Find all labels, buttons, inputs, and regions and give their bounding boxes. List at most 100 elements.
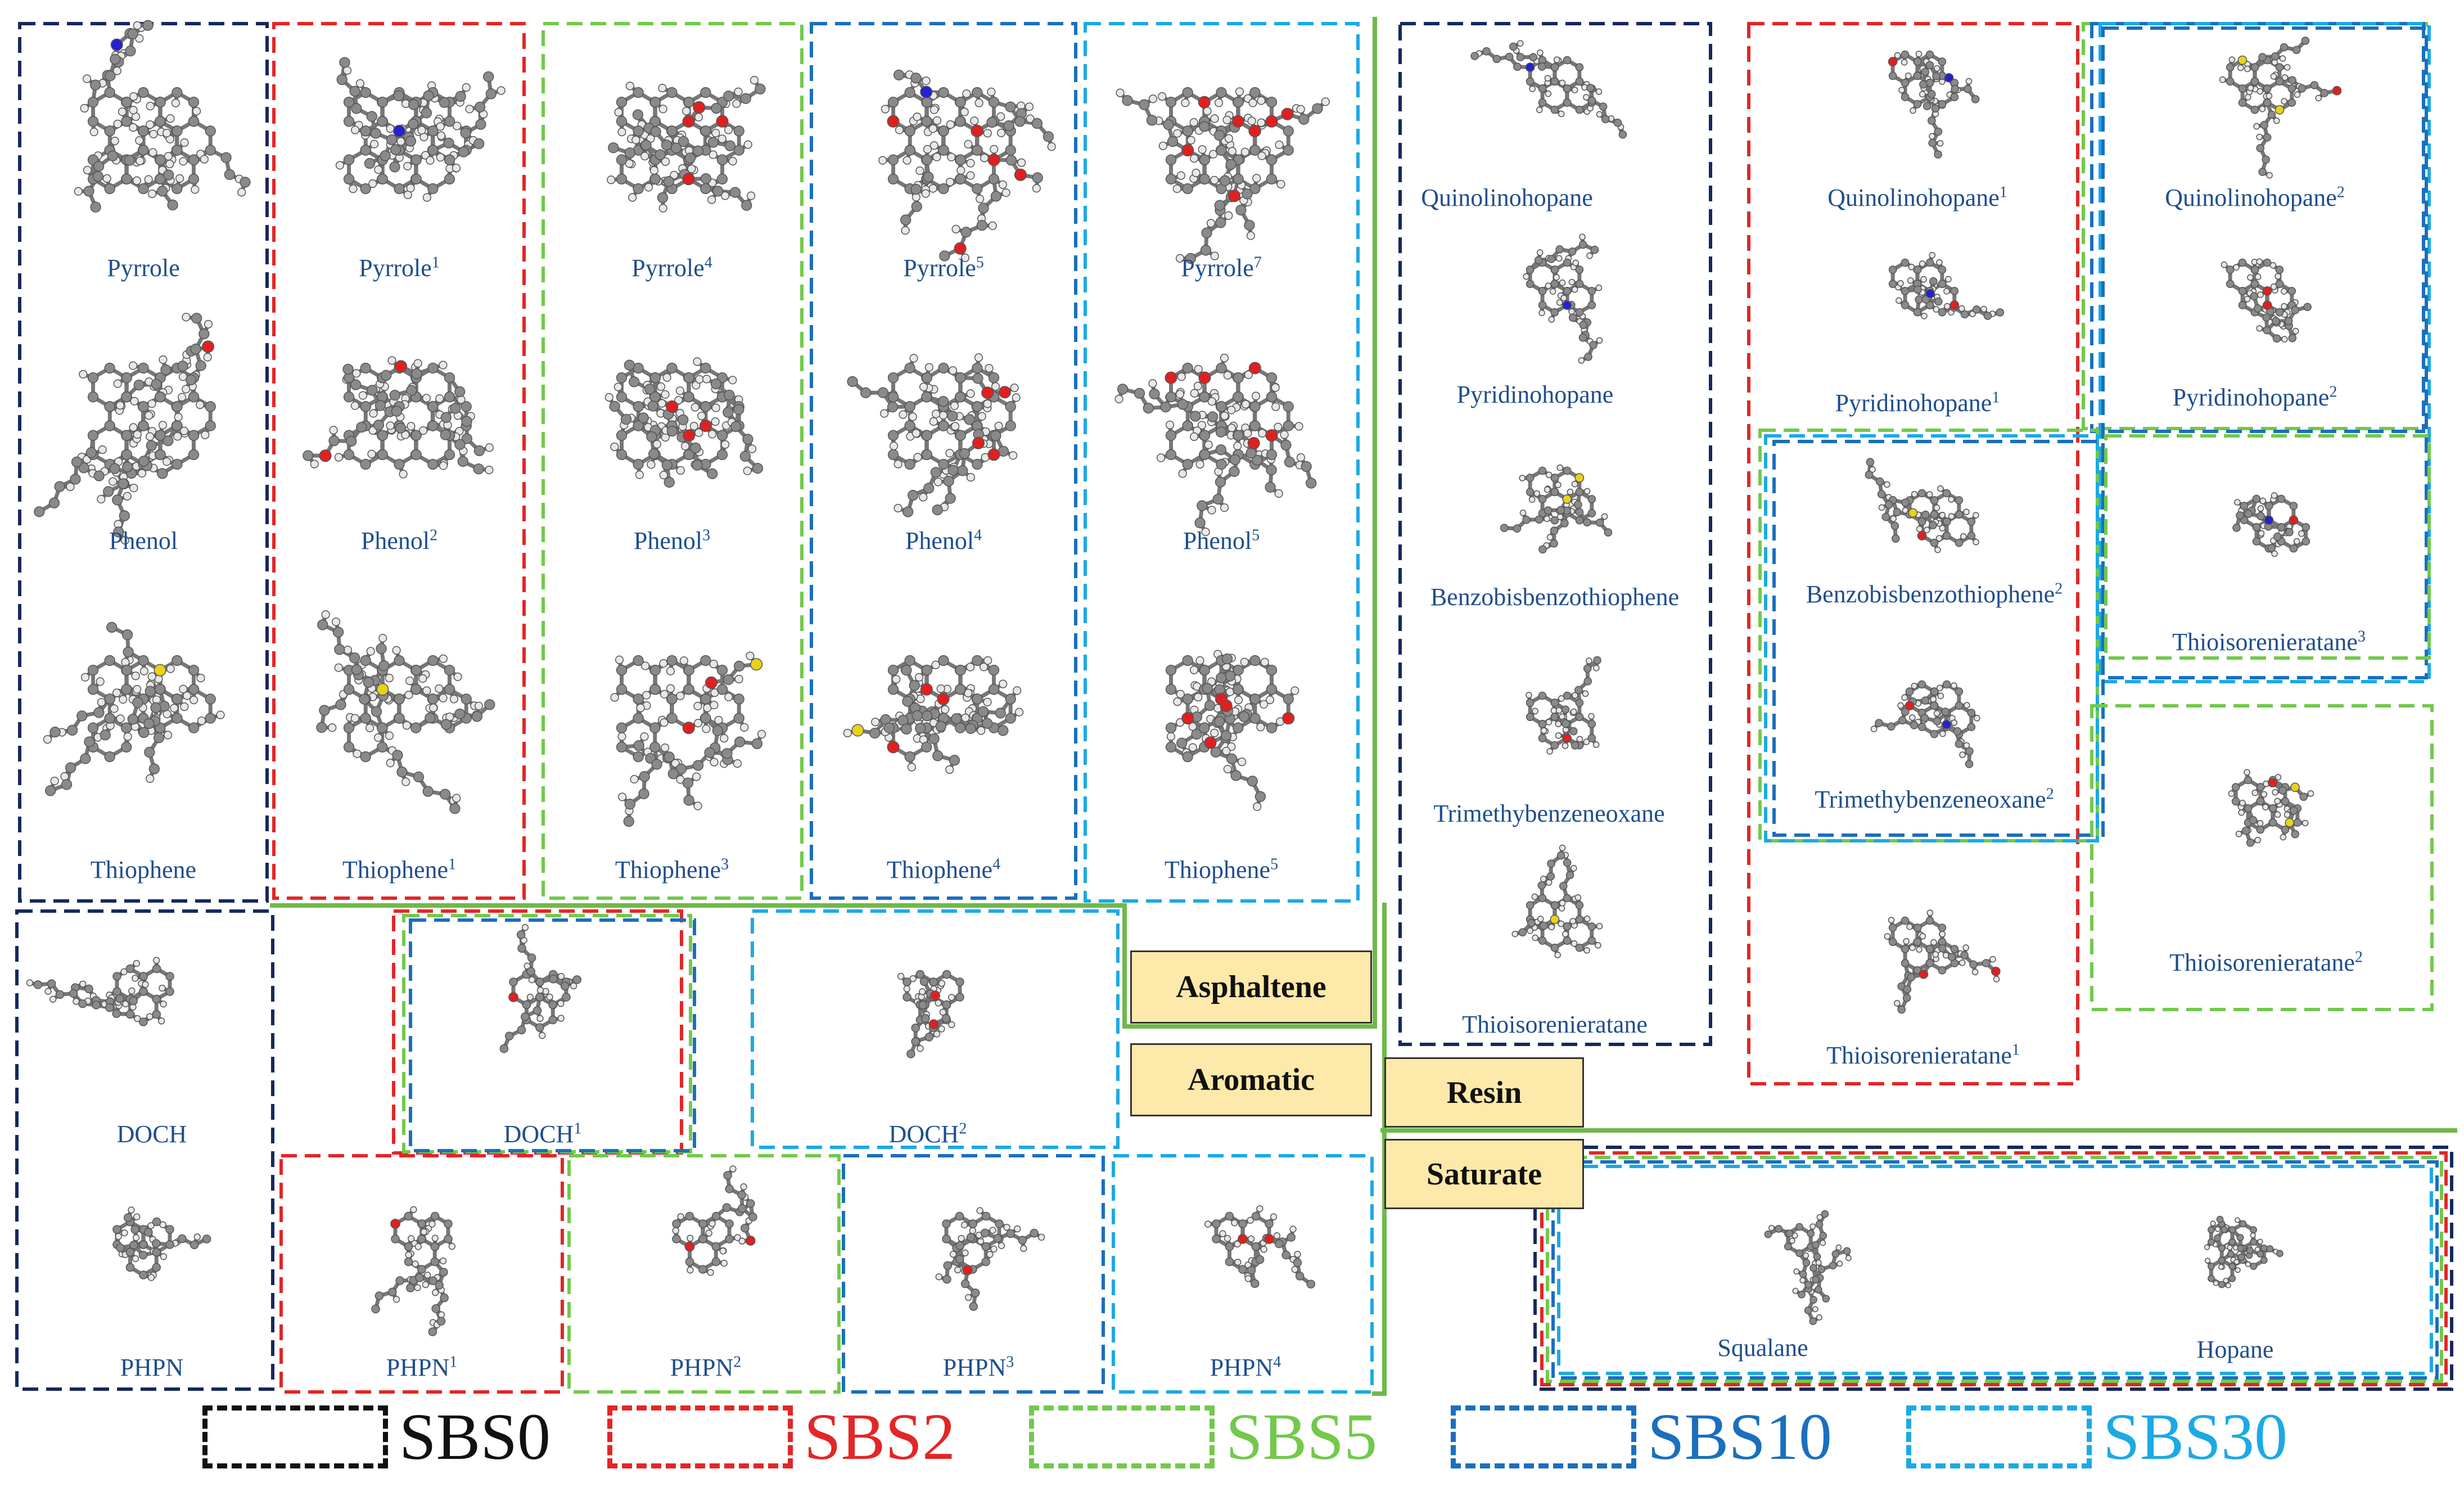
molecule-asphaltene-3-1-carbon-atom [1005,420,1016,431]
molecule-asphaltene-2-2-carbon-atom [624,799,635,810]
molecule-asphaltene-1-1-carbon-atom [444,449,455,461]
molecule-asphaltene-0-1-carbon-atom [188,430,200,441]
molecule-resin-0-hydrogen-atom [1553,56,1560,63]
molecule-asphaltene-1-0-hydrogen-atom [422,193,431,202]
molecule-aromatic-1-hydrogen-atom [147,1274,155,1281]
molecule-asphaltene-4-2-carbon-atom [1204,700,1216,711]
molecule-asphaltene-3-1-carbon-atom [904,401,915,412]
molecule-asphaltene-1-1-carbon-atom [440,429,451,440]
molecule-asphaltene-0-1-carbon-atom [121,372,133,384]
molecule-aromatic-4-hydrogen-atom [405,1251,412,1259]
molecule-asphaltene-0-2-carbon-atom [150,702,161,713]
molecule-asphaltene-4-1-hydrogen-atom [1195,459,1204,469]
molecule-asphaltene-0-2-sulfur-atom [154,664,166,677]
molecule-asphaltene-2-2-hydrogen-atom [710,700,719,710]
molecule-asphaltene-4-1-carbon-atom [1245,448,1257,459]
molecule-asphaltene-2-2-hydrogen-atom [720,734,729,743]
molecule-asphaltene-4-2-hydrogen-atom [1189,665,1199,674]
molecule-aromatic-3-carbon-atom [921,1014,930,1023]
molecule-asphaltene-2-2-carbon-atom [683,684,694,695]
molecule-asphaltene-4-2-carbon-atom [1266,664,1278,676]
molecule-asphaltene-0-0-carbon-atom [240,177,251,188]
molecule-asphaltene-0-2-hydrogen-atom [189,696,198,705]
molecule-asphaltene-0-1-carbon-atom [122,461,133,472]
molecule-asphaltene-3-0-hydrogen-atom [922,76,931,85]
molecule-asphaltene-0-0-hydrogen-atom [175,174,184,183]
box-asphaltene-sbs5 [541,22,804,900]
molecule-asphaltene-2-2-carbon-atom [692,760,704,771]
molecule-asphaltene-4-1-carbon-atom [1117,384,1129,395]
molecule-asphaltene-0-0-hydrogen-atom [136,156,145,165]
molecule-asphaltene-3-0-carbon-atom [976,220,988,231]
molecule-asphaltene-4-2-hydrogen-atom [1260,700,1269,709]
molecule-asphaltene-4-2-hydrogen-atom [1222,746,1231,755]
molecule-aromatic-3-hydrogen-atom [897,972,905,980]
molecule-asphaltene-4-2-carbon-atom [1182,751,1193,763]
molecule-aromatic-0-hydrogen-atom [79,980,87,988]
box-saturate-sbs0 [1533,1146,2453,1391]
molecule-asphaltene-0-0-hydrogen-atom [148,148,157,157]
molecule-aromatic-2-hydrogen-atom [557,972,565,980]
molecule-asphaltene-3-1-hydrogen-atom [994,421,1003,431]
molecule-aromatic-2-carbon-atom [517,1025,526,1035]
molecule-asphaltene-0-0-carbon-atom [83,186,94,197]
molecule-asphaltene-3-0-oxygen-atom [954,242,967,255]
molecule-asphaltene-4-0-hydrogen-atom [1246,231,1255,240]
molecule-asphaltene-0-2-carbon-atom [104,693,115,705]
molecule-asphaltene-2-2-hydrogen-atom [709,659,718,669]
molecule-asphaltene-3-2-carbon-atom [901,664,912,676]
molecule-aromatic-6-hydrogen-atom [958,1234,965,1242]
molecule-asphaltene-2-0-hydrogen-atom [658,84,667,93]
molecule-aromatic-3-carbon-atom [955,977,964,986]
molecule-asphaltene-4-1-carbon-atom [1249,401,1261,412]
molecule-asphaltene-2-1-carbon-atom [633,401,644,412]
molecule-asphaltene-4-1-carbon-atom [1199,449,1211,461]
molecule-asphaltene-4-0-carbon-atom [1249,87,1261,98]
molecule-asphaltene-2-2-carbon-atom [666,693,678,705]
molecule-asphaltene-0-0-carbon-atom [90,201,101,213]
molecule-asphaltene-2-1-hydrogen-atom [661,390,670,399]
molecule-asphaltene-1-2-hydrogen-atom [353,749,362,758]
molecule-asphaltene-4-0-carbon-atom [1233,173,1244,185]
molecule-asphaltene-3-1-carbon-atom [972,401,983,412]
molecule-asphaltene-2-0-oxygen-atom [716,115,729,128]
molecule-asphaltene-0-1-hydrogen-atom [145,411,154,420]
molecule-asphaltene-1-1-hydrogen-atom [352,369,361,378]
molecule-asphaltene-1-0-hydrogen-atom [335,161,345,170]
molecule-asphaltene-1-2-hydrogen-atom [386,759,395,768]
molecule-aromatic-3-carbon-atom [924,1033,934,1042]
molecule-aromatic-1-carbon-atom [144,1228,153,1237]
molecule-aromatic-6-hydrogen-atom [962,1249,969,1256]
molecule-asphaltene-3-0-carbon-atom [955,116,966,127]
molecule-aromatic-1-hydrogen-atom [133,1213,141,1220]
molecule-asphaltene-0-0-hydrogen-atom [200,155,209,164]
molecule-asphaltene-3-0-hydrogen-atom [928,124,937,133]
molecule-asphaltene-3-2-carbon-atom [949,755,960,766]
molecule-asphaltene-3-1-hydrogen-atom [1009,451,1018,460]
molecule-asphaltene-0-0-carbon-atom [121,173,133,185]
molecule-asphaltene-1-2-hydrogen-atom [405,676,414,686]
molecule-asphaltene-1-0-carbon-atom [408,99,419,110]
molecule-asphaltene-0-2-hydrogen-atom [119,695,128,704]
molecule-asphaltene-1-1-hydrogen-atom [334,453,343,462]
molecule-asphaltene-2-2-carbon-atom [700,655,711,666]
molecule-asphaltene-3-1-hydrogen-atom [919,493,928,502]
molecule-asphaltene-4-1-carbon-atom [1190,411,1201,422]
molecule-asphaltene-1-2-carbon-atom [410,722,422,733]
molecule-asphaltene-0-2-carbon-atom [205,713,216,724]
molecule-aromatic-3-carbon-atom [902,993,911,1002]
molecule-asphaltene-0-0-hydrogen-atom [135,136,144,145]
molecule-asphaltene-2-0-hydrogen-atom [734,87,743,96]
molecule-asphaltene-3-2-carbon-atom [977,706,989,717]
molecule-asphaltene-2-0-carbon-atom [700,87,711,98]
molecule-asphaltene-3-1-carbon-atom [847,376,858,387]
molecule-asphaltene-4-1-hydrogen-atom [1190,389,1199,398]
molecule-asphaltene-2-2-carbon-atom [649,722,661,733]
molecule-asphaltene-4-0-carbon-atom [1182,87,1193,98]
molecule-asphaltene-2-2-hydrogen-atom [630,774,639,784]
molecule-aromatic-4-carbon-atom [431,1304,440,1313]
molecule-aromatic-1-carbon-atom [138,1250,148,1260]
molecule-asphaltene-3-0-carbon-atom [904,87,915,98]
molecule-asphaltene-3-1-carbon-atom [972,458,983,470]
molecule-asphaltene-4-0-hydrogen-atom [1257,118,1266,127]
